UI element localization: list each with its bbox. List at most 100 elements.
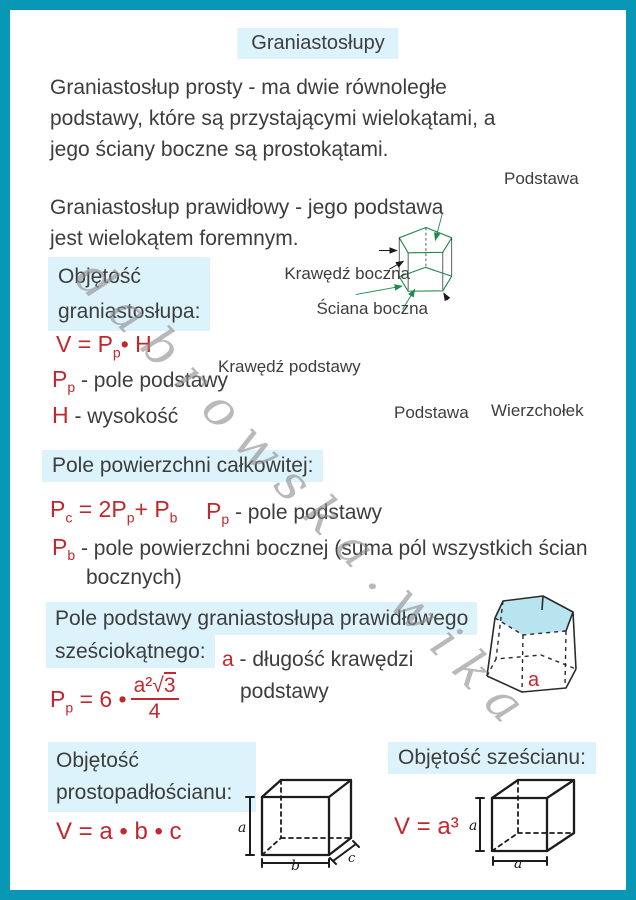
cube-heading: Objętość sześcianu: — [388, 742, 596, 774]
hexagonal-prism-diagram: a — [486, 595, 577, 693]
radicand: 3 — [163, 672, 176, 697]
cuboid-dim-b-label: b — [291, 858, 300, 874]
prism-shape — [355, 213, 453, 310]
formula-token: + — [134, 496, 155, 522]
arrow-bottom-base — [402, 288, 416, 310]
arrow-vertex — [443, 292, 451, 302]
arrow-base-edge — [355, 284, 403, 295]
legend-symbol: H — [52, 402, 69, 428]
legend-text: - wysokość — [68, 405, 179, 428]
formula-token: 4 — [148, 700, 161, 723]
cube-front-face — [490, 796, 549, 853]
label-base-edge: Krawędź podstawy — [218, 357, 361, 376]
hex-heading: Pole podstawy graniastosłupa prawidłoweg… — [46, 602, 478, 668]
cube-dim-a-side-label: a — [469, 818, 477, 834]
cuboid-hidden-edges — [261, 779, 352, 856]
cuboid-front-face — [260, 795, 331, 857]
hex-base-area-formula: Pp = 6 • a²√3 4 — [50, 672, 179, 724]
label-bottom-base: Podstawa — [394, 403, 469, 422]
intro-paragraph: Graniastosłup prosty - ma dwie równoległ… — [50, 72, 495, 165]
formula-token: = 6 • — [73, 685, 127, 712]
total-area-formula: Pc = 2Pp+ Pb — [50, 496, 178, 526]
volume-heading-line: Objętość — [58, 265, 141, 288]
formula-token: P — [50, 496, 66, 522]
cube-diagram: a a — [469, 778, 576, 872]
cuboid-heading-line: Objętość — [56, 749, 139, 772]
label-top-base: Podstawa — [504, 169, 579, 188]
legend-a-line2: podstawy — [240, 680, 329, 703]
intro-line: jego ściany boczne są prostokątami. — [50, 138, 389, 161]
legend-text: - pole powierzchni bocznej (suma pól wsz… — [75, 537, 588, 560]
bottom-base-front-edges — [398, 275, 453, 292]
legend-pp-2: Pp - pole podstawy — [206, 498, 383, 528]
legend-h: H - wysokość — [52, 402, 178, 429]
cube-dim-a-bottom-marker — [492, 856, 548, 866]
legend-pb: Pb - pole powierzchni bocznej (suma pól … — [52, 534, 588, 564]
legend-a: a - długość krawędzi — [222, 648, 413, 672]
total-area-heading: Pole powierzchni całkowitej: — [42, 450, 324, 482]
legend-pp: Pp - pole podstawy — [52, 366, 229, 396]
cuboid-heading-line: prostopadłościanu: — [56, 781, 233, 804]
legend-text: - pole podstawy — [229, 501, 383, 524]
cuboid-solid-edges — [260, 778, 353, 857]
cuboid-dim-b-marker — [261, 858, 330, 868]
intro-line: Graniastosłup prosty - ma dwie równoległ… — [50, 76, 447, 99]
legend-text: - długość krawędzi — [233, 648, 414, 671]
legend-symbol: P — [206, 498, 222, 524]
legend-pb-line2: bocznych) — [86, 566, 182, 589]
hex-bottom-solid-edges — [486, 668, 577, 693]
formula-token: P — [97, 331, 113, 357]
regular-line: jest wielokątem foremnym. — [50, 227, 299, 250]
cuboid-dim-a-label: a — [238, 820, 246, 836]
label-vertex: Wierzchołek — [491, 401, 584, 420]
volume-heading-line: graniastosłupa: — [58, 300, 201, 323]
formula-subscript: b — [169, 509, 178, 526]
formula-subscript: p — [126, 509, 135, 526]
legend-symbol: P — [52, 366, 68, 392]
formula-token: V = — [56, 331, 98, 357]
hex-bottom-dashed-edges — [486, 654, 577, 677]
fraction: a²√3 4 — [130, 672, 179, 724]
hex-top-face — [495, 596, 573, 635]
cuboid-diagram: a b c — [238, 778, 360, 874]
legend-symbol: a — [222, 648, 234, 671]
label-lateral-edge: Krawędź boczna — [284, 264, 410, 283]
formula-token: • H — [120, 331, 152, 357]
pentagonal-prism-diagram — [355, 213, 453, 310]
top-base-face — [398, 226, 453, 254]
intro-line: podstawy, które są przystającymi wieloką… — [50, 107, 496, 130]
hex-outer-verticals — [486, 595, 577, 677]
cube-hidden-edges — [491, 779, 575, 852]
cube-dim-a-bottom-label: a — [514, 856, 522, 872]
legend-text: - pole podstawy — [75, 369, 229, 392]
cuboid-dim-c-marker — [329, 840, 360, 865]
formula-token: = 2 — [72, 496, 112, 522]
hex-heading-line: Pole podstawy graniastosłupa prawidłoweg… — [46, 602, 478, 635]
cuboid-volume-formula: V = a • b • c — [56, 818, 182, 845]
legend-subscript: p — [221, 511, 230, 528]
label-lateral-face: Ściana boczna — [316, 299, 428, 318]
legend-subscript: p — [67, 379, 76, 396]
cube-volume-formula: V = a³ — [394, 813, 459, 840]
page-title: Graniastosłupy — [237, 28, 399, 59]
legend-symbol: P — [52, 534, 68, 560]
lateral-edges — [398, 237, 453, 292]
cuboid-heading: Objętość prostopadłościanu: — [48, 742, 256, 812]
formula-token: a² — [133, 674, 153, 697]
cube-solid-edges — [490, 778, 576, 853]
cuboid-dim-c-label: c — [348, 851, 356, 866]
radical-sign: √ — [152, 674, 164, 697]
legend-subscript: b — [67, 547, 76, 564]
hex-hidden-verticals — [495, 600, 567, 692]
formula-subscript: p — [65, 699, 74, 716]
formula-token: P — [50, 685, 66, 712]
regular-line: Graniastosłup prawidłowy - jego podstawa — [50, 196, 444, 219]
arrow-top-base — [434, 213, 443, 242]
arrow-lateral-face — [389, 260, 405, 270]
formula-subscript: c — [65, 509, 73, 526]
regular-prism-paragraph: Graniastosłup prawidłowy - jego podstawa… — [50, 192, 443, 254]
hex-heading-line: sześciokątnego: — [46, 635, 215, 668]
bottom-base-back-edges — [399, 266, 452, 278]
volume-formula: V = Pp• H — [56, 331, 152, 360]
